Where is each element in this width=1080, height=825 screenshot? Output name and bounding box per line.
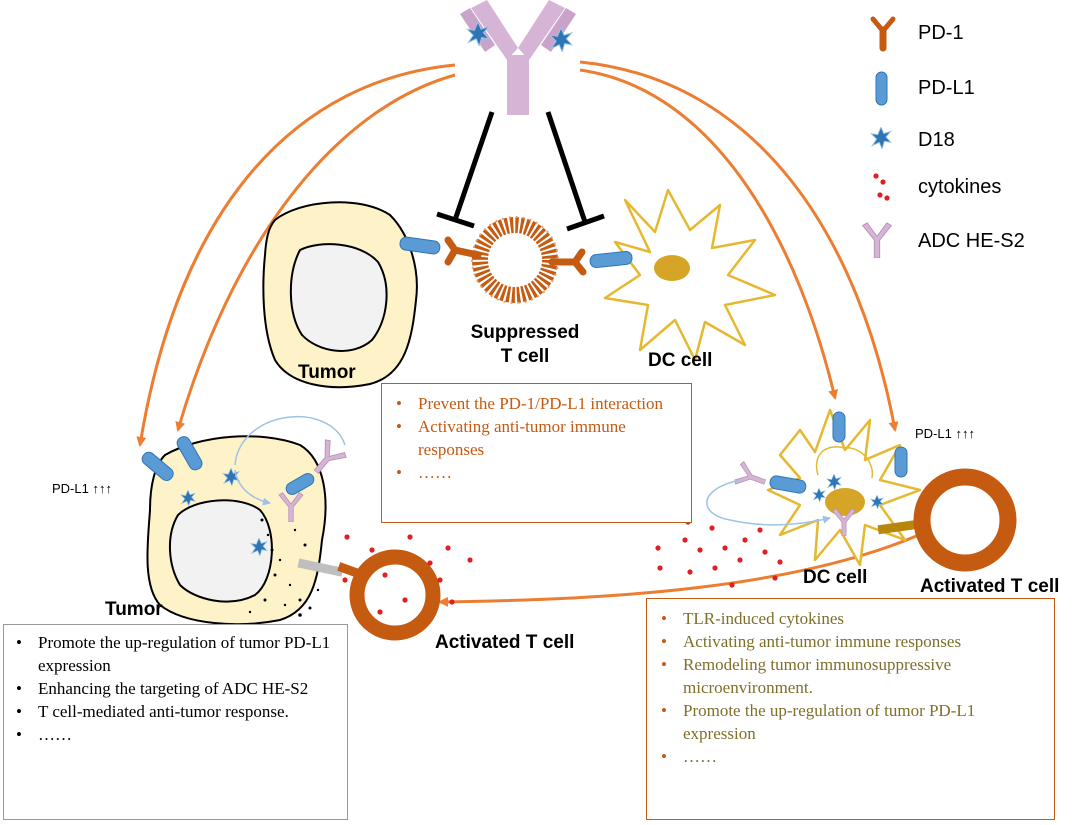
dc-top-label: DC cell: [648, 350, 712, 371]
right-box-item: Activating anti-tumor immune responses: [661, 630, 1050, 653]
center-box-item: ……: [396, 461, 687, 484]
center-box-item: Prevent the PD-1/PD-L1 interaction: [396, 392, 687, 415]
pdl1-receptor: [285, 473, 315, 495]
tumor-bottom-label: Tumor: [105, 599, 163, 620]
legend-adc-label: ADC HE-S2: [918, 230, 1025, 252]
pdl1-up-left-label: PD-L1 ↑↑↑: [52, 481, 112, 496]
suppressed-label-1: Suppressed: [471, 322, 580, 343]
inhibition-lines: [436, 111, 605, 232]
legend-pdl1-label: PD-L1: [918, 77, 975, 99]
cytokine-icon: [873, 173, 890, 201]
mechanism-box-center: Prevent the PD-1/PD-L1 interaction Activ…: [381, 383, 692, 523]
right-box-item: ……: [661, 745, 1050, 768]
left-box-item: Enhancing the targeting of ADC HE-S2: [16, 677, 343, 700]
mechanism-box-left: Promote the up-regulation of tumor PD-L1…: [3, 624, 348, 820]
pd1-icon: [870, 16, 896, 52]
pdl1-receptor: [769, 475, 807, 494]
pdl1-up-right-label: PD-L1 ↑↑↑: [915, 426, 975, 441]
adc-antibody-top: [460, 0, 576, 115]
legend-pd1-label: PD-1: [918, 22, 964, 44]
mechanism-box-right: TLR-induced cytokines Activating anti-tu…: [646, 598, 1055, 820]
pdl1-receptor: [399, 236, 441, 255]
adc-legend-icon: [862, 222, 892, 258]
right-box-item: Remodeling tumor immunosuppressive micro…: [661, 653, 1050, 699]
tumor-top-label: Tumor: [298, 362, 356, 383]
activated-left-label: Activated T cell: [435, 632, 574, 653]
pdl1-receptor: [894, 446, 908, 478]
left-box-item: Promote the up-regulation of tumor PD-L1…: [16, 631, 343, 677]
tumor-cell-bottom: [146, 435, 327, 626]
left-box-item: T cell-mediated anti-tumor response.: [16, 700, 343, 723]
pdl1-receptor: [832, 411, 846, 443]
d18-legend-icon: [870, 127, 892, 149]
pdl1-icon: [875, 71, 888, 106]
legend-d18-label: D18: [918, 129, 955, 151]
activated-t-cell-right: [913, 468, 1017, 572]
activated-right-label: Activated T cell: [920, 576, 1059, 597]
right-box-item: Promote the up-regulation of tumor PD-L1…: [661, 699, 1050, 745]
left-box-item: ……: [16, 723, 343, 746]
right-box-item: TLR-induced cytokines: [661, 607, 1050, 630]
pdl1-receptor: [141, 451, 174, 481]
pdl1-receptor: [589, 250, 633, 269]
tcr-connector: [297, 558, 344, 577]
orange-arrows: [136, 60, 931, 607]
dc-bottom-label: DC cell: [803, 567, 867, 588]
pdl1-receptor: [176, 436, 203, 471]
dc-cell-top: [603, 188, 777, 362]
center-box-item: Activating anti-tumor immune responses: [396, 415, 687, 461]
tumor-cell-top: [262, 201, 418, 389]
legend-icons: [862, 16, 896, 258]
legend-cytokines-label: cytokines: [918, 176, 1002, 198]
suppressed-label-2: T cell: [501, 346, 550, 367]
adc-antibody-icon: [733, 460, 770, 494]
suppressed-t-cell: [444, 216, 587, 304]
activated-t-cell-left: [349, 549, 441, 641]
